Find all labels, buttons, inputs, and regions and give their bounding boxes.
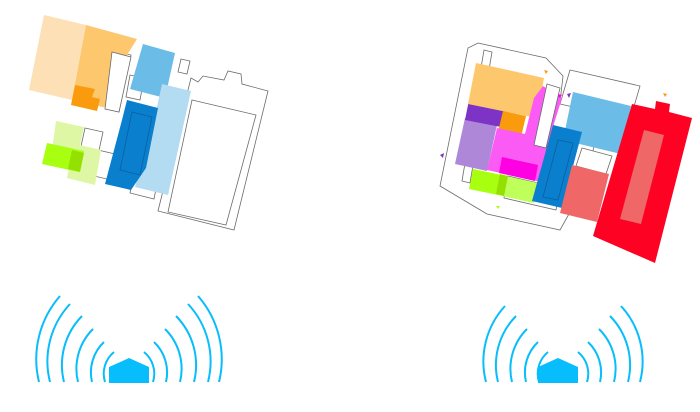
building-inner-outline (167, 99, 257, 226)
zone-lime-light (502, 176, 538, 203)
zone-red-inner (620, 130, 664, 224)
zone-peach (29, 15, 86, 100)
zone-lime-detail (68, 150, 84, 172)
zone-orange-light-inner (104, 51, 132, 113)
wifi-signal-icon-right (482, 305, 644, 383)
zone-salmon (560, 165, 609, 222)
small-box-outline (177, 58, 191, 75)
router-base-left (109, 358, 149, 383)
zone-pale-blue (135, 84, 191, 195)
marker-orange-red (663, 93, 667, 97)
floor-plan-left (29, 15, 269, 231)
floor-plan-right (439, 42, 692, 263)
wifi-signal-icon-left (35, 295, 223, 383)
zone-lavender (455, 118, 497, 171)
zone-mid-blue (105, 100, 158, 190)
zone-orange-light (468, 63, 544, 118)
marker-orange (544, 70, 548, 74)
router-base-right (538, 358, 578, 383)
zone-mid-blue (532, 125, 582, 208)
zone-magenta (499, 157, 538, 181)
marker-lime (496, 206, 500, 209)
zone-orange (71, 85, 100, 111)
zone-magenta-inner-outline (533, 83, 561, 149)
zone-mid-blue-detail (542, 139, 574, 201)
zone-mid-blue-detail (119, 111, 153, 176)
marker-magenta (558, 94, 562, 98)
zone-lime-detail (496, 174, 508, 196)
marker-purple-left (440, 153, 444, 158)
marker-purple-right (567, 93, 571, 98)
